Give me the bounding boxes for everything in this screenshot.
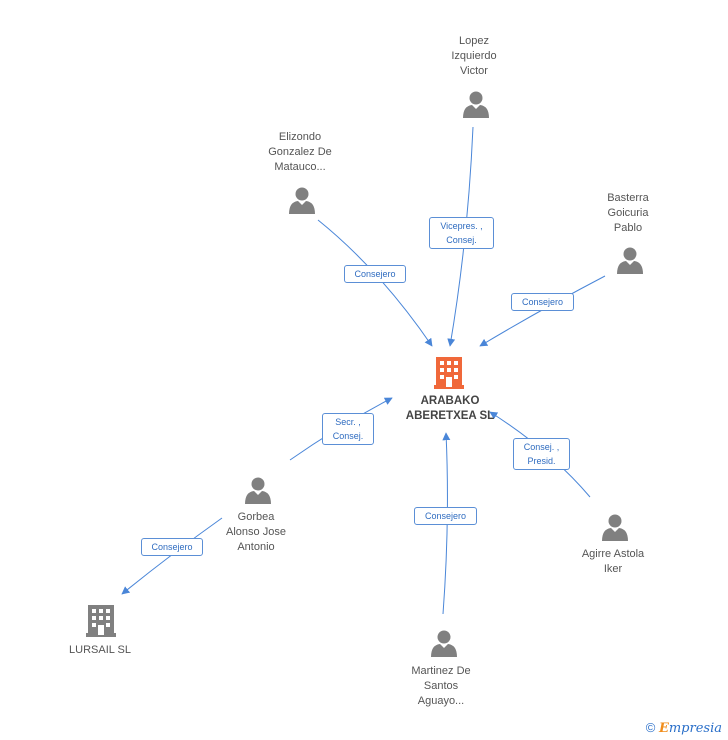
center-building-icon	[434, 357, 464, 389]
edge-label: Consejero	[511, 293, 574, 311]
edge-elizondo	[317, 219, 433, 347]
person-name[interactable]: Agirre Astola Iker	[581, 548, 645, 575]
center-company-name[interactable]: ARABAKO ABERETXEA SL	[405, 395, 495, 422]
edge-label: Consejero	[414, 507, 477, 525]
edge-label: Consejero	[344, 265, 406, 283]
empresia-logo: Empresia	[658, 721, 722, 736]
person-icon	[602, 514, 628, 541]
person-name[interactable]: Lopez Izquierdo Victor	[451, 35, 497, 77]
person-name[interactable]: Basterra Goicuria Pablo	[607, 192, 649, 234]
person-icon	[617, 247, 643, 274]
edge-label: Consejero	[141, 538, 203, 556]
copyright-symbol: ©	[645, 720, 656, 735]
edge-label: Consej. , Presid.	[513, 438, 570, 470]
person-icon	[463, 91, 489, 118]
person-icon	[431, 630, 457, 657]
edge-label: Vicepres. , Consej.	[429, 217, 494, 249]
person-icon	[245, 477, 271, 504]
company-name[interactable]: LURSAIL SL	[69, 644, 131, 656]
company-building-icon	[86, 605, 116, 637]
person-name[interactable]: Martinez De Santos Aguayo...	[411, 665, 471, 707]
person-name[interactable]: Elizondo Gonzalez De Matauco...	[268, 131, 332, 173]
person-name[interactable]: Gorbea Alonso Jose Antonio	[226, 511, 286, 553]
edge-label: Secr. , Consej.	[322, 413, 374, 445]
empresia-watermark: © Empresia	[646, 720, 722, 736]
person-icon	[289, 187, 315, 214]
edge-basterra	[479, 275, 606, 347]
